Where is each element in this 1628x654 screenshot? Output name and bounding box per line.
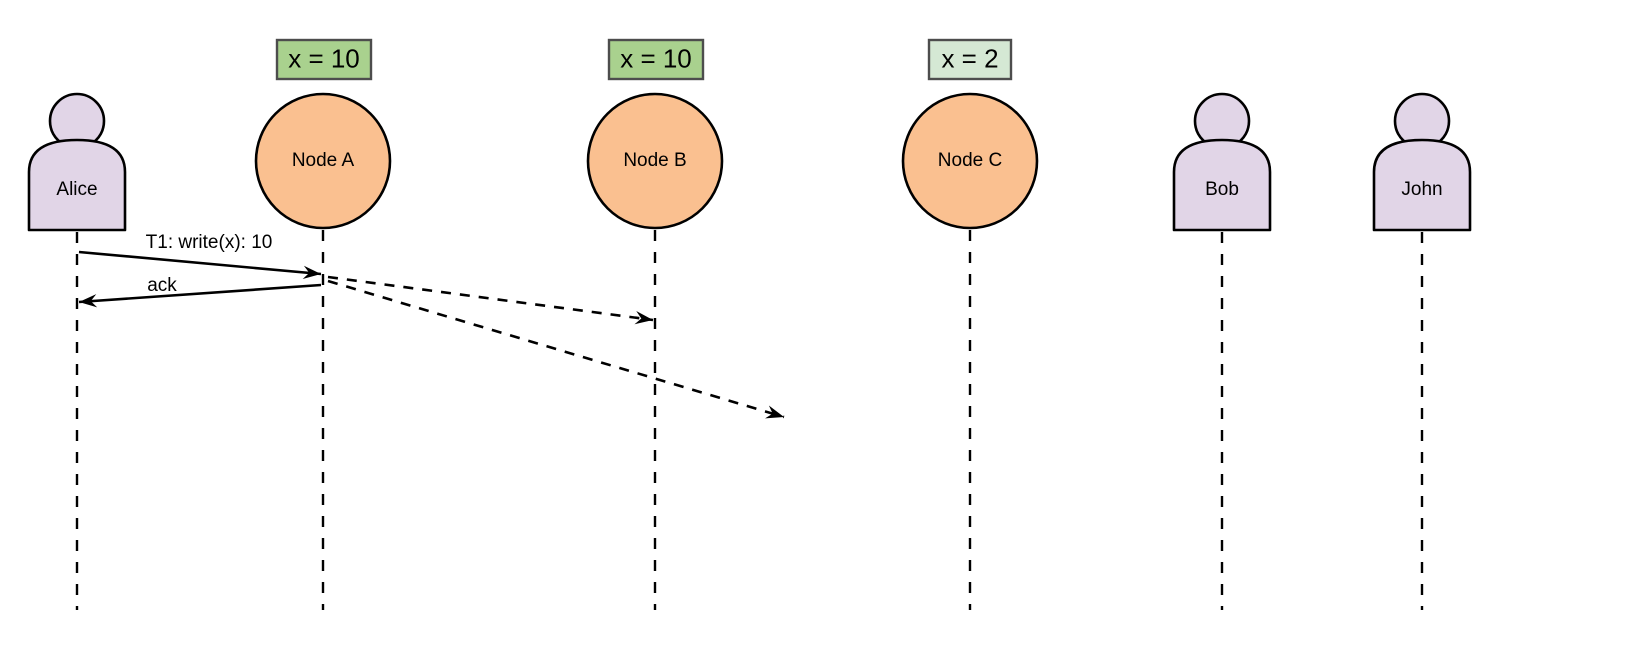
message-m2[interactable]: ack	[78, 275, 322, 308]
message-m1[interactable]: T1: write(x): 10	[78, 232, 322, 280]
message-line-m4[interactable]	[327, 279, 785, 419]
message-arrowhead-m2	[79, 294, 98, 308]
state-boxes-layer: x = 10 x = 10 x = 2	[275, 38, 1013, 81]
participant-label-node-c: Node C	[938, 150, 1002, 171]
actor-body-bob	[1172, 138, 1272, 232]
message-label-m2: ack	[147, 275, 177, 296]
actor-body-alice	[27, 138, 127, 232]
node-node-c[interactable]: Node C	[901, 92, 1039, 230]
message-label-m1: T1: write(x): 10	[146, 232, 273, 253]
node-circle-node-c[interactable]	[901, 92, 1039, 230]
actor-john[interactable]: John	[1372, 92, 1472, 232]
actor-alice[interactable]: Alice	[27, 92, 127, 232]
actor-bob[interactable]: Bob	[1172, 92, 1272, 232]
message-m3[interactable]	[327, 275, 654, 325]
lifelines-layer	[75, 230, 1424, 610]
state-box-label-node-b: x = 10	[620, 43, 692, 73]
message-arrowhead-m4	[765, 405, 784, 419]
state-box-label-node-c: x = 2	[941, 43, 998, 73]
message-line-m3[interactable]	[327, 275, 654, 322]
state-box-rect-node-a	[275, 38, 373, 81]
actor-body-john	[1372, 138, 1472, 232]
message-line-m2[interactable]	[78, 283, 322, 304]
participant-label-john: John	[1401, 179, 1442, 200]
state-box-rect-node-b	[607, 38, 705, 81]
participants-layer: Alice Node A Node B Node C Bob John	[27, 92, 1472, 232]
participant-label-alice: Alice	[56, 179, 97, 200]
participant-label-node-a: Node A	[292, 150, 355, 171]
messages-layer: T1: write(x): 10 ack	[78, 232, 785, 419]
state-box-node-a: x = 10	[275, 38, 373, 81]
state-box-node-c: x = 2	[927, 38, 1013, 81]
state-box-rect-node-c	[927, 38, 1013, 81]
state-box-label-node-a: x = 10	[288, 43, 360, 73]
node-circle-node-b[interactable]	[586, 92, 724, 230]
node-circle-node-a[interactable]	[254, 92, 392, 230]
participant-label-node-b: Node B	[623, 150, 686, 171]
message-arrowhead-m3	[634, 311, 653, 325]
message-m4[interactable]	[327, 279, 785, 419]
node-node-a[interactable]: Node A	[254, 92, 392, 230]
state-box-node-b: x = 10	[607, 38, 705, 81]
participant-label-bob: Bob	[1205, 179, 1239, 200]
message-arrowhead-m1	[302, 265, 321, 280]
message-line-m1[interactable]	[78, 250, 322, 276]
node-node-b[interactable]: Node B	[586, 92, 724, 230]
